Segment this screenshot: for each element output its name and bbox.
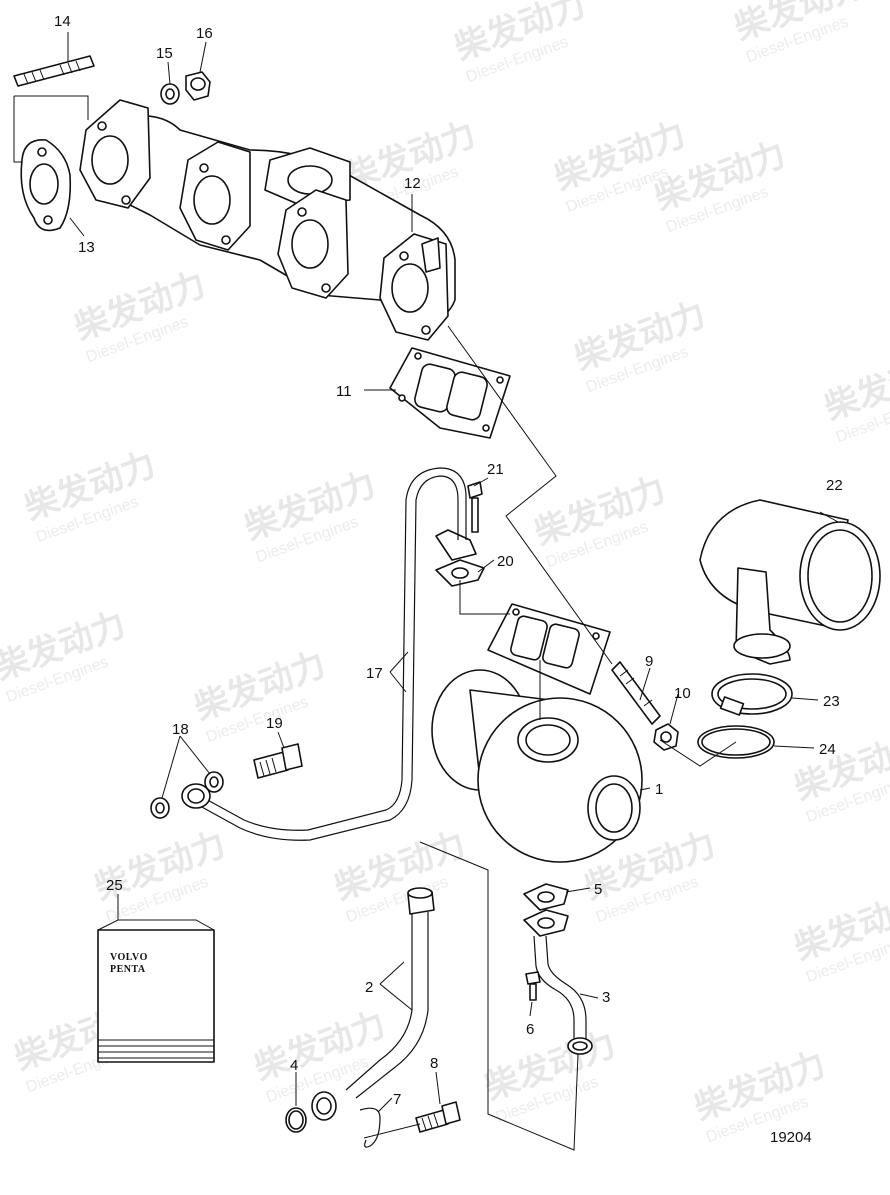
part-9-stud [611, 661, 661, 725]
callout-14: 14 [54, 13, 71, 30]
callout-18: 18 [172, 721, 189, 738]
callout-4: 4 [290, 1057, 298, 1074]
watermark: 柴发动力 Diesel-Engines [450, 0, 591, 86]
logo-line-1: VOLVO [110, 952, 148, 963]
part-20-gasket [435, 559, 485, 587]
part-6-bolt [525, 971, 541, 1001]
callout-10: 10 [674, 685, 691, 702]
callout-24: 24 [819, 741, 836, 758]
callout-15: 15 [156, 45, 173, 62]
watermark: 柴发动力 Diesel-Engines [570, 295, 711, 396]
part-12-exhaust-manifold [79, 99, 456, 341]
callout-20: 20 [497, 553, 514, 570]
watermark: 柴发动力 Diesel-Engines [0, 605, 131, 706]
callout-labels: 1 2 3 4 5 6 7 8 9 10 11 12 13 14 15 16 1… [54, 13, 843, 1108]
callout-3: 3 [602, 989, 610, 1006]
callout-11: 11 [336, 383, 352, 400]
watermark: 柴发动力 Diesel-Engines [190, 645, 331, 746]
watermark: 柴发动力 Diesel-Engines [690, 1045, 831, 1146]
part-15-washer [160, 83, 180, 105]
watermark: 柴发动力 Diesel-Engines [20, 445, 161, 546]
part-25-packet: VOLVO PENTA [97, 919, 215, 1063]
callout-13: 13 [78, 239, 95, 256]
part-19-banjo-bolt [253, 743, 303, 779]
part-8-bolt [415, 1101, 461, 1133]
part-1-turbocharger [431, 603, 643, 863]
watermark: 柴发动力 Diesel-Engines [790, 725, 890, 826]
leader-lines [67, 32, 839, 1113]
part-5-gasket [523, 883, 569, 937]
part-2-pipe [311, 887, 435, 1121]
watermark: 柴发动力 Diesel-Engines [480, 1025, 621, 1126]
part-22-air-inlet-pipe [699, 499, 881, 665]
volvo-penta-logo [104, 950, 174, 974]
part-17-oil-supply-pipe [181, 467, 477, 841]
callout-8: 8 [430, 1055, 438, 1072]
watermark: 柴发动力 Diesel-Engines [240, 465, 381, 566]
watermark: 柴发动力 Diesel-Engines [530, 470, 671, 571]
drawing-number: 19204 [770, 1129, 812, 1146]
part-14-stud [13, 55, 95, 87]
part-21-bolt [467, 481, 483, 533]
callout-9: 9 [645, 653, 653, 670]
callout-22: 22 [826, 477, 843, 494]
part-11-gasket [389, 347, 511, 439]
callout-2: 2 [365, 979, 373, 996]
part-10-nut [653, 723, 679, 751]
part-3-oil-return-pipe [533, 935, 593, 1055]
callout-16: 16 [196, 25, 213, 42]
watermark: 柴发动力 Diesel-Engines [790, 885, 890, 986]
callout-17: 17 [366, 665, 383, 682]
callout-23: 23 [823, 693, 840, 710]
watermark: 柴发动力 Diesel-Engines [820, 345, 890, 446]
part-4-o-ring [285, 1107, 307, 1133]
callout-21: 21 [487, 461, 504, 478]
part-7-clip [359, 1107, 381, 1148]
watermark: 柴发动力 Diesel-Engines [330, 825, 471, 926]
callout-7: 7 [393, 1091, 401, 1108]
callout-5: 5 [594, 881, 602, 898]
part-23-hose-clamp [711, 673, 793, 716]
watermark: 柴发动力 Diesel-Engines [90, 825, 231, 926]
callout-6: 6 [526, 1021, 534, 1038]
watermark: 柴发动力 Diesel-Engines [730, 0, 871, 66]
watermark: 柴发动力 Diesel-Engines [70, 265, 211, 366]
logo-line-2: PENTA [110, 964, 146, 975]
callout-25: 25 [106, 877, 123, 894]
assembly-lines [13, 95, 737, 1151]
watermark: 柴发动力 Diesel-Engines [250, 1005, 391, 1106]
part-13-gasket [20, 139, 72, 232]
part-18-washers [150, 771, 224, 819]
callout-12: 12 [404, 175, 421, 192]
callout-1: 1 [655, 781, 663, 798]
callout-19: 19 [266, 715, 283, 732]
part-16-nut [185, 71, 211, 101]
